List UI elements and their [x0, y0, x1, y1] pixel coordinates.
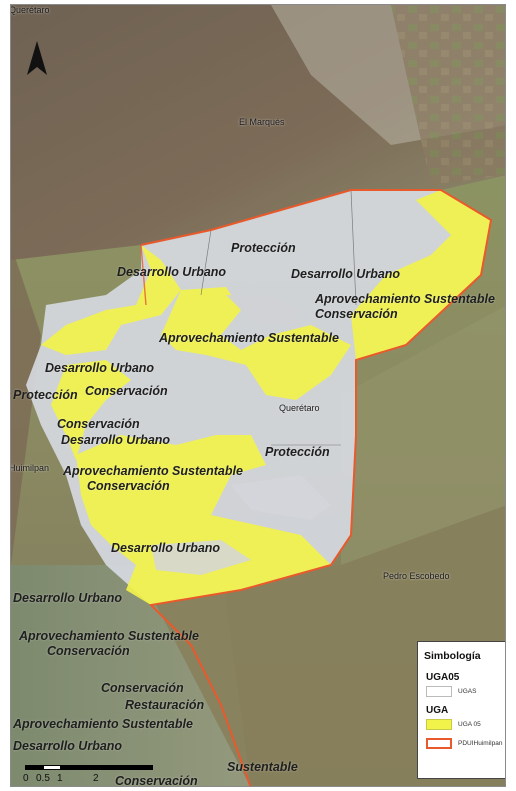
zone-label-sustentable: Sustentable [227, 760, 298, 774]
zone-label-conservacion: Conservación [85, 384, 168, 398]
zone-label-aprovechamiento-sustentable: Aprovechamiento Sustentable [13, 717, 193, 731]
zone-label-proteccion: Protección [265, 445, 330, 459]
zone-label-desarrollo-urbano: Desarrollo Urbano [13, 739, 123, 753]
place-queretaro-mid: Querétaro [279, 403, 320, 413]
legend-item-pdu-huimilpan: PDUIHuimilpan [426, 738, 504, 749]
uga-area-south [76, 435, 331, 605]
zone-label-aprovechamiento-sustentable: Aprovechamiento Sustentable [19, 629, 199, 643]
uga-area-mid-west [51, 360, 131, 460]
legend-swatch-uga05 [426, 686, 452, 697]
legend-title: Simbología [424, 650, 481, 662]
north-arrow-icon [27, 41, 47, 75]
legend-item-label: PDUIHuimilpan [458, 740, 503, 747]
scale-bar: 0 0.5 1 2 [23, 761, 155, 785]
uga-area-center-north [161, 287, 351, 400]
zone-label-conservacion: Conservación [115, 774, 198, 787]
zone-label-conservacion: Conservación [47, 644, 130, 658]
zone-label-proteccion: Protección [13, 388, 78, 402]
map-legend: Simbología UGA05 UGAS UGA UGA 05 PDUIHui… [417, 641, 505, 779]
legend-swatch-boundary [426, 738, 452, 749]
place-el-marques: El Marqués [239, 117, 285, 127]
zone-label-aprovechamiento-sustentable: Aprovechamiento Sustentable [63, 464, 243, 478]
scale-segment [61, 765, 97, 770]
scale-segment [97, 765, 153, 770]
zone-label-aprovechamiento-sustentable: Aprovechamiento Sustentable [159, 331, 339, 345]
zone-label-restauracion: Restauración [125, 698, 205, 712]
scale-tick-label: 0.5 [36, 773, 50, 784]
zone-label-conservacion: Conservación [101, 681, 184, 695]
uga-area-west [41, 245, 181, 355]
map-base-layer [11, 5, 505, 786]
zone-label-desarrollo-urbano: Desarrollo Urbano [117, 265, 227, 279]
scale-segment [25, 765, 43, 770]
scale-tick-label: 1 [57, 773, 63, 784]
zone-label-aprovechamiento-sustentable: Aprovechamiento Sustentable [315, 292, 495, 306]
zone-label-desarrollo-urbano: Desarrollo Urbano [61, 433, 171, 447]
legend-group-uga05: UGA05 [426, 672, 460, 683]
zone-label-conservacion: Conservación [57, 417, 140, 431]
map-canvas[interactable]: Querétaro El Marqués Querétaro Huimilpan… [10, 4, 506, 787]
zone-label-conservacion: Conservación [87, 479, 170, 493]
legend-swatch-uga [426, 719, 452, 730]
zone-label-conservacion: Conservación [315, 307, 398, 321]
scale-tick-label: 2 [93, 773, 99, 784]
legend-item-uga05: UGA 05 [426, 719, 504, 730]
zone-label-desarrollo-urbano: Desarrollo Urbano [291, 267, 401, 281]
uga-area-northeast [351, 190, 491, 360]
scale-tick-label: 0 [23, 773, 29, 784]
place-huimilpan: Huimilpan [10, 463, 50, 473]
zone-label-desarrollo-urbano: Desarrollo Urbano [111, 541, 221, 555]
place-queretaro-top: Querétaro [10, 5, 50, 15]
zone-label-desarrollo-urbano: Desarrollo Urbano [13, 591, 123, 605]
place-pedro-escobedo: Pedro Escobedo [383, 571, 450, 581]
legend-item-ugas: UGAS [426, 686, 504, 697]
legend-item-label: UGAS [458, 688, 477, 695]
pdu-huimilpan-boundary [140, 189, 493, 786]
legend-item-label: UGA 05 [458, 721, 481, 728]
zone-label-desarrollo-urbano: Desarrollo Urbano [45, 361, 155, 375]
legend-group-uga: UGA [426, 705, 449, 716]
zone-label-proteccion: Protección [231, 241, 296, 255]
scale-segment [43, 765, 61, 770]
